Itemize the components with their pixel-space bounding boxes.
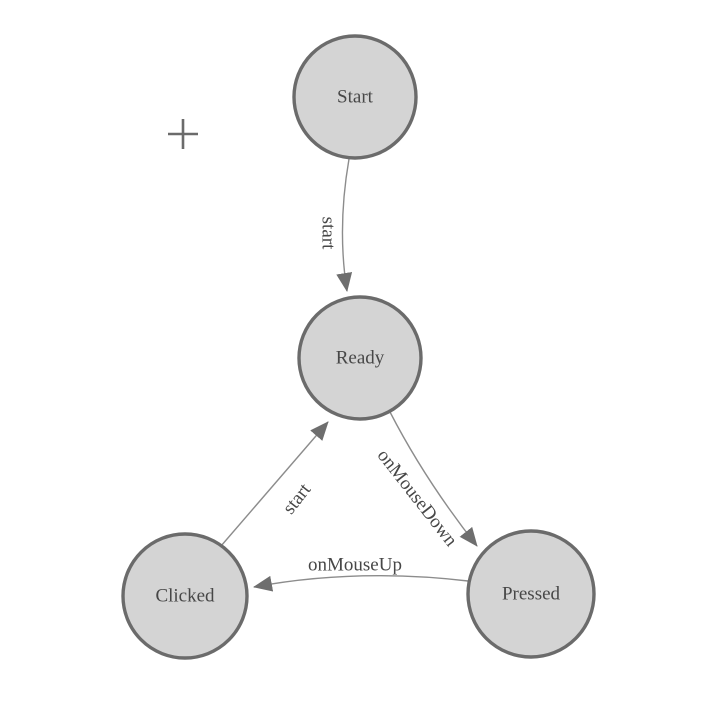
state-node-pressed[interactable]: Pressed	[466, 529, 596, 659]
state-node-clicked-label: Clicked	[155, 586, 215, 607]
edge-ready-to-pressed-line[interactable]	[389, 411, 478, 547]
edge-start-to-ready[interactable]: start	[318, 158, 353, 292]
nodes-layer: Start Ready Clicked Pressed	[121, 34, 596, 660]
state-node-clicked[interactable]: Clicked	[121, 532, 249, 660]
edge-label-start-top: start	[318, 217, 339, 250]
edge-label-start-bottom: start	[279, 479, 316, 518]
edge-ready-to-pressed[interactable]: onMouseDown	[373, 411, 478, 551]
edge-start-to-ready-line[interactable]	[336, 158, 353, 292]
state-node-pressed-circle[interactable]	[466, 529, 596, 659]
edge-clicked-to-ready-line[interactable]	[220, 421, 329, 547]
edge-pressed-to-clicked[interactable]: onMouseUp	[253, 555, 469, 592]
state-node-start-circle[interactable]	[292, 34, 418, 160]
state-node-start[interactable]: Start	[292, 34, 418, 160]
state-node-ready-circle[interactable]	[297, 295, 423, 421]
state-node-clicked-circle[interactable]	[121, 532, 249, 660]
edge-pressed-to-clicked-line[interactable]	[253, 575, 469, 592]
state-node-ready[interactable]: Ready	[297, 295, 423, 421]
crosshair-cursor-icon	[168, 119, 198, 149]
state-node-pressed-label: Pressed	[502, 584, 561, 605]
state-node-ready-label: Ready	[336, 348, 385, 369]
edge-label-onmouseup: onMouseUp	[308, 555, 402, 576]
state-node-start-label: Start	[337, 87, 374, 108]
edge-clicked-to-ready[interactable]: start	[220, 421, 329, 547]
